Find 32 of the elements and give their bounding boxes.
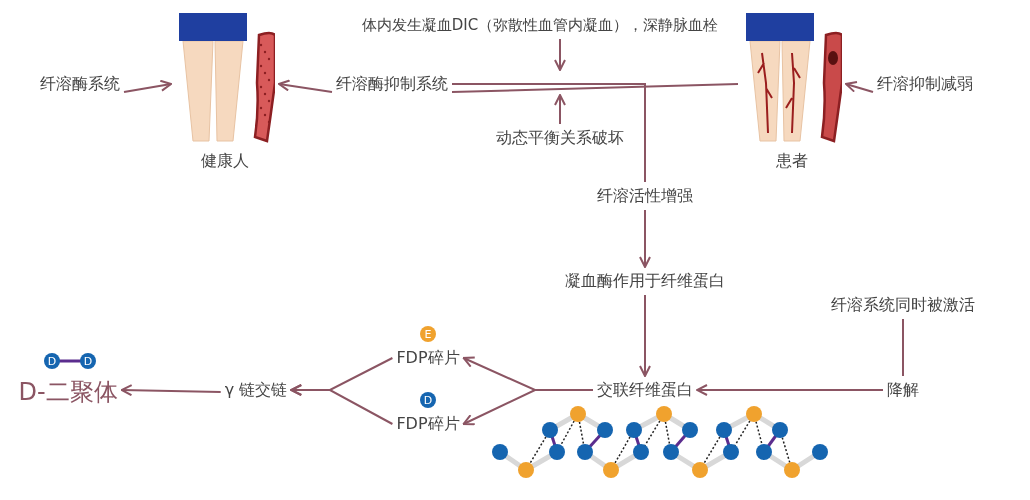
- arrow: [462, 389, 594, 426]
- arrow: [290, 384, 394, 425]
- label-text: FDP碎片: [396, 348, 460, 367]
- label-text: 凝血酶作用于纤维蛋白: [565, 271, 725, 291]
- arrow: [278, 79, 333, 93]
- arrow: [120, 384, 222, 397]
- caption-text: 健康人: [201, 151, 249, 171]
- label-text: 纤溶系统同时被激活: [831, 295, 975, 315]
- fragment-d-icon: D: [420, 392, 436, 408]
- arrow: [696, 384, 884, 396]
- label-text: 纤溶酶抑制系统: [336, 74, 448, 94]
- label-text: 纤溶抑制减弱: [877, 74, 973, 94]
- arrow: [123, 79, 172, 93]
- label-text: 动态平衡关系破坏: [496, 128, 624, 148]
- label-text: 纤溶酶系统: [40, 74, 120, 94]
- label-text: 纤溶活性增强: [597, 186, 693, 206]
- heading-text: 体内发生凝血DIC（弥散性血管内凝血），深静脉血栓: [361, 15, 719, 35]
- connector-line: [902, 318, 904, 377]
- arrow: [845, 81, 874, 93]
- label-text: D-二聚体: [18, 378, 118, 406]
- label-text: 降解: [887, 380, 919, 400]
- caption-text: 患者: [776, 151, 808, 171]
- arrow: [554, 38, 566, 71]
- connector-line: [451, 83, 739, 93]
- arrow: [554, 94, 566, 125]
- fragment-e-icon: E: [420, 326, 436, 342]
- label-text: γ 链交链: [224, 380, 288, 400]
- connector-line: [451, 83, 646, 183]
- arrow: [639, 209, 651, 268]
- label-text: 交联纤维蛋白: [597, 380, 693, 400]
- arrow: [639, 294, 651, 377]
- label-text: FDP碎片: [396, 414, 460, 433]
